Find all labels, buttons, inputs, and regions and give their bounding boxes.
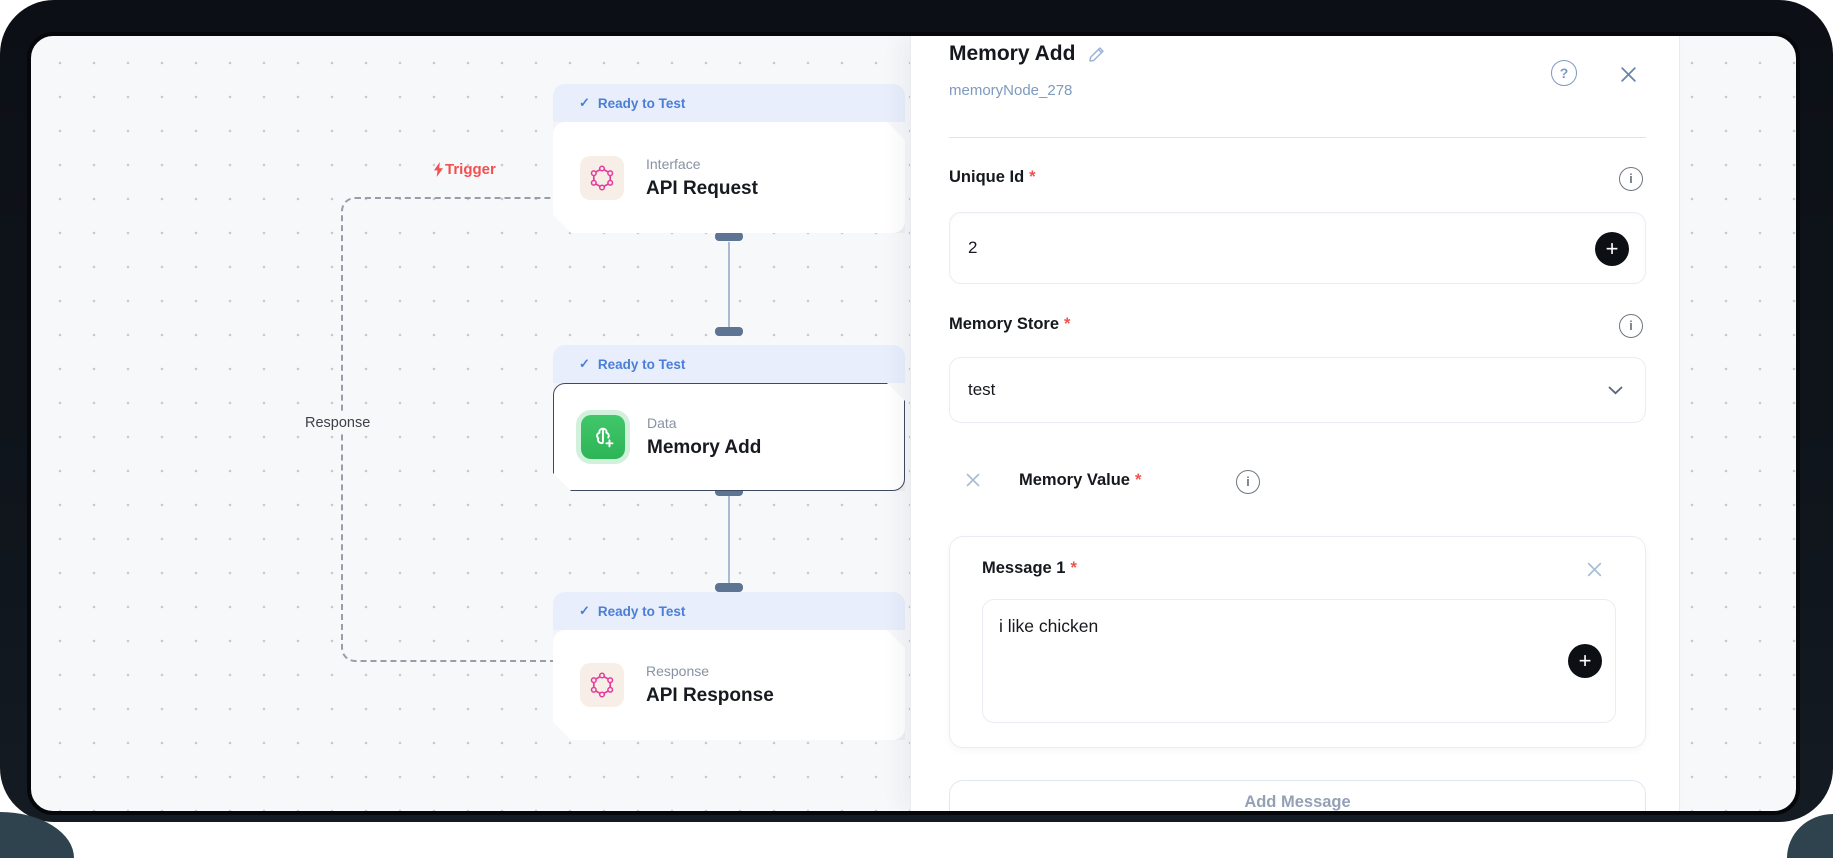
connector-handle-out-1[interactable]: [715, 232, 743, 241]
node-status-text: Ready to Test: [597, 95, 686, 111]
close-panel-icon[interactable]: [1615, 61, 1641, 87]
node-card[interactable]: Response API Response: [553, 630, 905, 740]
panel-title: Memory Add: [949, 42, 1076, 65]
node-title: API Request: [646, 177, 758, 199]
remove-message-icon[interactable]: [1586, 561, 1603, 583]
node-category: Response: [646, 663, 710, 679]
check-icon: ✓: [579, 356, 590, 371]
info-icon[interactable]: i: [1236, 470, 1260, 494]
node-memory-add[interactable]: ✓ Ready to Test Data Memory A: [553, 345, 905, 491]
memory-store-label: Memory Store*: [949, 315, 1071, 333]
connector-line-1: [728, 242, 730, 328]
node-status-text: Ready to Test: [597, 356, 686, 372]
insert-variable-button[interactable]: +: [1595, 232, 1629, 266]
message-1-value: i like chicken: [999, 616, 1099, 636]
node-status-badge: ✓ Ready to Test: [553, 84, 905, 122]
info-icon[interactable]: i: [1619, 314, 1643, 338]
connector-handle-in-3[interactable]: [715, 583, 743, 592]
node-title: Memory Add: [647, 437, 762, 458]
unique-id-label: Unique Id*: [949, 168, 1036, 186]
check-icon: ✓: [579, 603, 590, 618]
node-status-badge: ✓ Ready to Test: [553, 345, 905, 383]
required-marker: *: [1064, 315, 1071, 333]
message-1-label: Message 1*: [982, 559, 1077, 577]
node-status-text: Ready to Test: [597, 603, 686, 619]
molecule-pink-icon: [580, 156, 624, 200]
edit-pencil-icon[interactable]: [1087, 45, 1106, 64]
memory-value-label: Memory Value*: [1019, 471, 1142, 489]
node-category: Interface: [646, 155, 701, 172]
connector-handle-out-2[interactable]: [715, 487, 743, 496]
add-message-button[interactable]: Add Message: [949, 780, 1646, 811]
node-api-request[interactable]: ✓ Ready to Test: [553, 84, 905, 233]
memory-store-value: test: [968, 380, 996, 399]
brain-add-green-icon: [581, 415, 625, 459]
properties-panel: Memory Add memoryNode_278 ? Unique Id* i…: [910, 36, 1680, 811]
trigger-edge-text: Trigger: [445, 161, 496, 178]
connector-handle-in-2[interactable]: [715, 327, 743, 336]
memory-store-select[interactable]: test: [949, 357, 1646, 423]
molecule-pink-icon: [580, 663, 624, 707]
response-edge-label: Response: [300, 414, 376, 432]
node-api-response[interactable]: ✓ Ready to Test: [553, 592, 905, 740]
insert-variable-button[interactable]: +: [1568, 644, 1602, 678]
required-marker: *: [1070, 559, 1077, 577]
message-1-textarea[interactable]: i like chicken: [982, 599, 1616, 723]
message-1-card: Message 1* i like chicken +: [949, 536, 1646, 748]
node-category: Data: [647, 415, 677, 431]
unique-id-input[interactable]: 2: [949, 212, 1646, 284]
unique-id-value: 2: [968, 238, 978, 257]
connector-line-2: [728, 496, 730, 584]
required-marker: *: [1134, 471, 1142, 489]
memory-value-section: Memory Value* i: [949, 470, 1646, 496]
check-icon: ✓: [579, 95, 590, 110]
node-card-selected[interactable]: Data Memory Add: [553, 383, 905, 491]
node-status-badge: ✓ Ready to Test: [553, 592, 905, 630]
divider: [949, 137, 1646, 138]
chevron-down-icon: [1608, 386, 1623, 394]
info-icon[interactable]: i: [1619, 167, 1643, 191]
required-marker: *: [1029, 168, 1036, 186]
node-title: API Response: [646, 685, 774, 706]
help-icon[interactable]: ?: [1551, 60, 1577, 86]
backdrop-corner-right: [1787, 814, 1833, 858]
node-id-text: memoryNode_278: [949, 82, 1073, 99]
node-card[interactable]: Interface API Request: [553, 122, 905, 233]
app-window: Response Trigger ✓ Ready to Test: [27, 32, 1800, 815]
trigger-edge-label: Trigger: [433, 161, 496, 178]
lightning-bolt-icon: [433, 162, 444, 177]
remove-memory-value-icon[interactable]: [965, 472, 981, 493]
